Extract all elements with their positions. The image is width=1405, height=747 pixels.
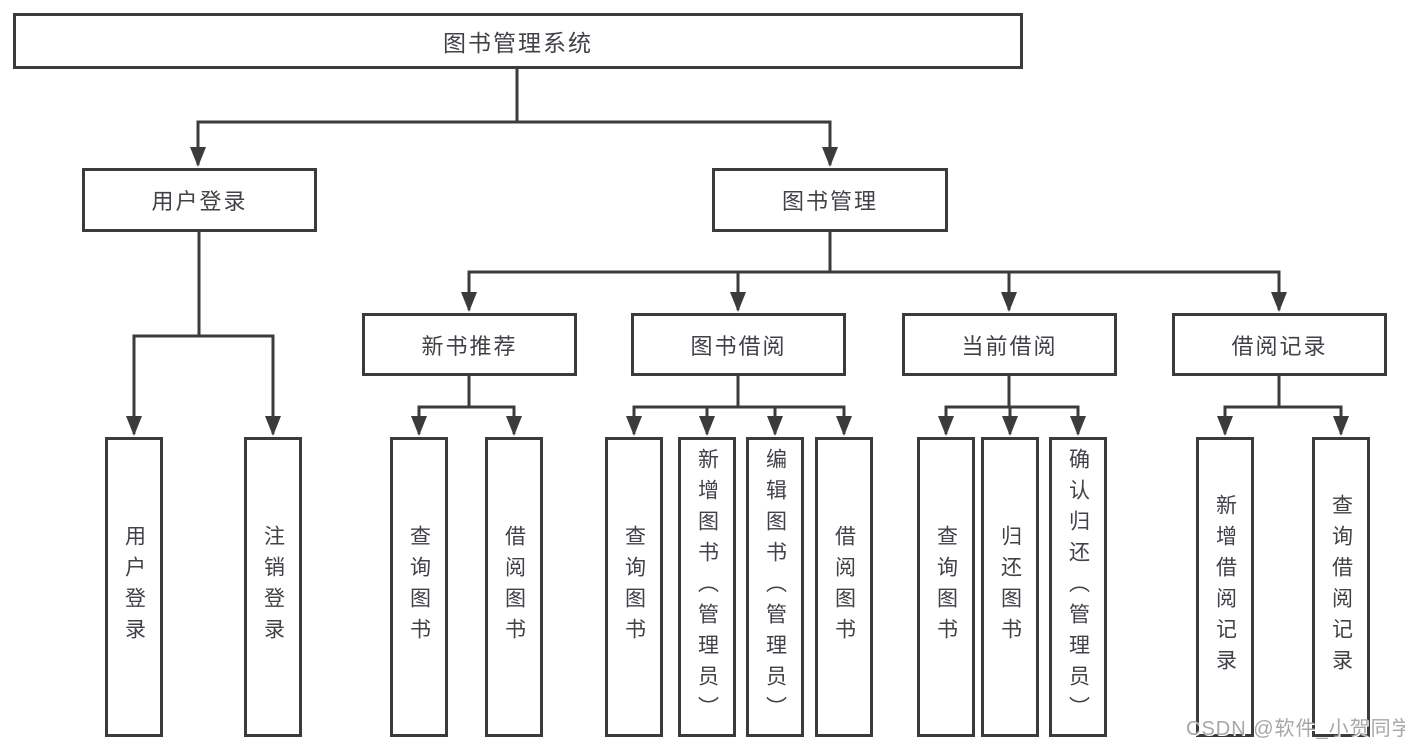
node-new-book-recommendation: 新书推荐: [362, 313, 577, 376]
leaf-query-books-current: 查询图书: [917, 437, 975, 737]
node-label: 归还图书: [998, 525, 1022, 649]
leaf-return-books: 归还图书: [981, 437, 1039, 737]
leaf-add-borrow-record: 新增借阅记录: [1196, 437, 1254, 737]
node-label: 借阅图书: [502, 525, 526, 649]
connector-root-to-level2: [190, 69, 838, 167]
leaf-borrow-books-newrec: 借阅图书: [485, 437, 543, 737]
node-label: 新增图书（管理员）: [695, 447, 719, 727]
node-label: 查询图书: [407, 525, 431, 649]
node-label: 当前借阅: [961, 333, 1058, 359]
node-book-management: 图书管理: [712, 168, 948, 232]
node-label: 编辑图书（管理员）: [763, 447, 787, 727]
leaf-borrow-books-borrow: 借阅图书: [815, 437, 873, 737]
leaf-add-books-admin: 新增图书（管理员）: [678, 437, 736, 737]
connector-new-book-rec-to-children: [411, 376, 522, 436]
node-current-borrowing: 当前借阅: [902, 313, 1117, 376]
node-label: 图书借阅: [690, 333, 787, 359]
connector-user-login-to-children: [126, 232, 281, 436]
leaf-user-login: 用户登录: [105, 437, 163, 737]
leaf-logout: 注销登录: [244, 437, 302, 737]
node-borrowing-records: 借阅记录: [1172, 313, 1387, 376]
node-library-management-system: 图书管理系统: [13, 13, 1023, 69]
node-user-login: 用户登录: [82, 168, 317, 232]
csdn-watermark: CSDN @软件_小贺同学: [1186, 718, 1405, 740]
node-label: 查询图书: [934, 525, 958, 649]
connector-current-borrow-to-children: [938, 376, 1086, 436]
node-label: 确认归还（管理员）: [1066, 447, 1090, 727]
leaf-edit-books-admin: 编辑图书（管理员）: [746, 437, 804, 737]
node-label: 查询图书: [622, 525, 646, 649]
node-label: 借阅图书: [832, 525, 856, 649]
node-label: 用户登录: [151, 189, 248, 214]
node-book-borrowing: 图书借阅: [631, 313, 846, 376]
node-label: 图书管理: [781, 189, 878, 214]
connector-book-borrow-to-children: [626, 376, 852, 436]
leaf-query-borrow-record: 查询借阅记录: [1312, 437, 1370, 737]
leaf-query-books-newrec: 查询图书: [390, 437, 448, 737]
connector-book-management-to-level3: [461, 232, 1287, 312]
node-label: 查询借阅记录: [1329, 494, 1353, 680]
connector-borrow-records-to-children: [1217, 376, 1349, 436]
node-label: 新增借阅记录: [1213, 494, 1237, 680]
node-label: 注销登录: [261, 525, 285, 649]
leaf-query-books-borrow: 查询图书: [605, 437, 663, 737]
leaf-confirm-return-admin: 确认归还（管理员）: [1049, 437, 1107, 737]
node-label: 图书管理系统: [443, 30, 593, 56]
node-label: 用户登录: [122, 525, 146, 649]
node-label: 借阅记录: [1231, 333, 1328, 359]
node-label: 新书推荐: [421, 333, 518, 359]
